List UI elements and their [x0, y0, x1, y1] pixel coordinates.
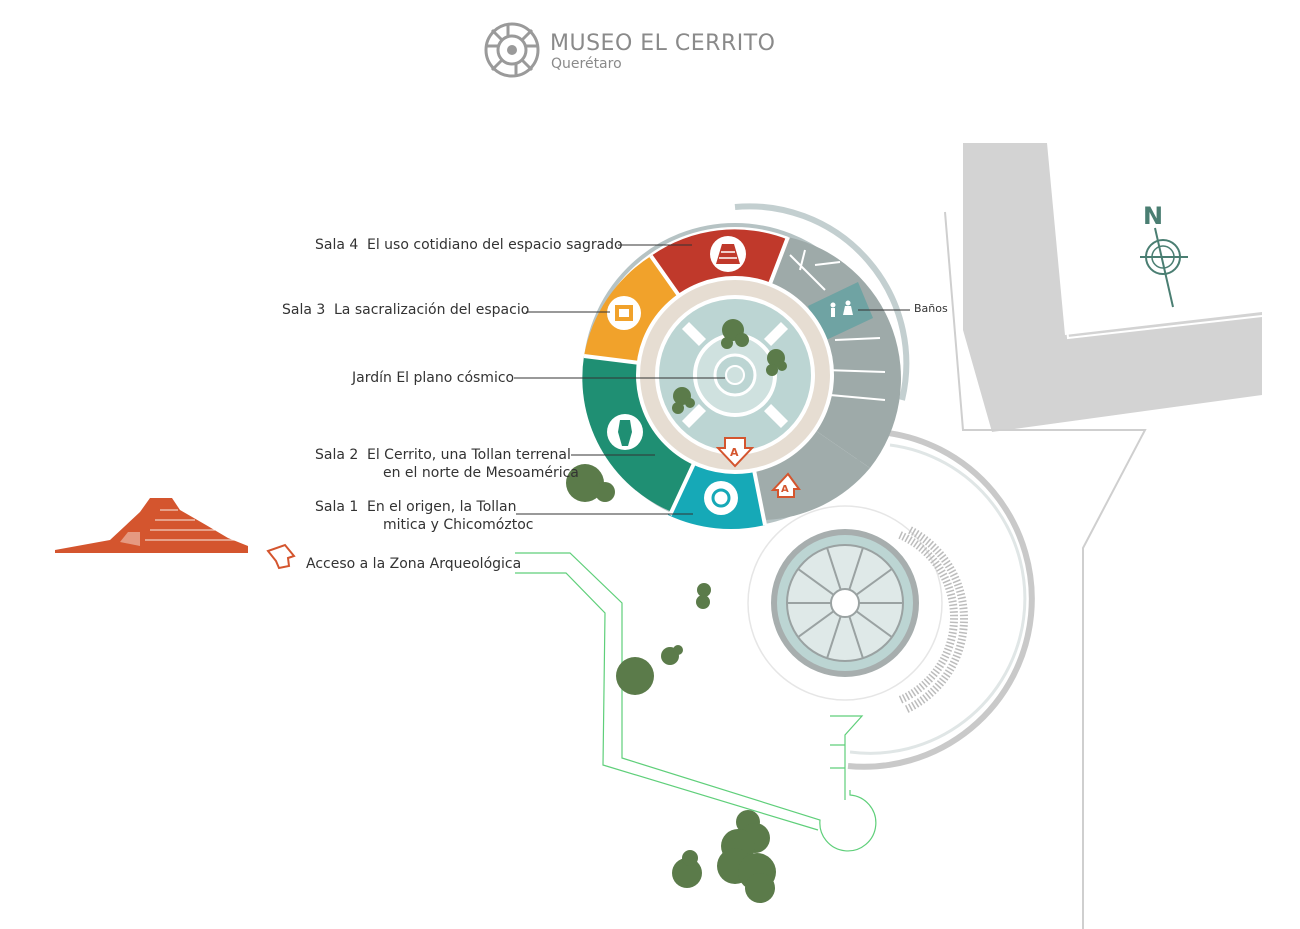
access-path[interactable]: [515, 552, 877, 852]
sala-1-name-line2: mitica y Chicomóztoc: [383, 517, 533, 533]
sala-3-number: Sala 3: [282, 302, 325, 318]
museum-rotunda: A A: [582, 223, 901, 529]
boundary-line: [944, 211, 1147, 929]
glyph-icon: [607, 296, 641, 330]
trees: [566, 464, 776, 903]
restroom-icon: [830, 300, 853, 317]
museum-title: MUSEO EL CERRITO: [550, 31, 776, 56]
garden-path: [681, 321, 707, 347]
rotunda-spoke: [797, 568, 835, 596]
entrance-marker[interactable]: A: [715, 437, 755, 468]
restrooms-room: [808, 282, 873, 342]
garden-name: Jardín El plano cósmico: [351, 370, 514, 386]
sala-4-number: Sala 4: [315, 237, 358, 253]
north-compass: N: [1140, 202, 1188, 308]
north-label: N: [1143, 202, 1163, 230]
rotunda-spoke: [848, 616, 864, 659]
rotunda-spoke: [797, 610, 835, 638]
walkway-outer: [847, 429, 1035, 770]
garden-trees: [672, 319, 787, 414]
access-arrow-icon[interactable]: [266, 543, 296, 570]
label-sala-3[interactable]: Sala 3 La sacralización del espacio: [282, 302, 529, 318]
leader-lines: [514, 244, 910, 515]
sala-2-name-line2: en el norte de Mesoamérica: [383, 465, 579, 481]
entrance-marker-exit[interactable]: A: [770, 472, 801, 498]
sala-4-name: El uso cotidiano del espacio sagrado: [367, 237, 623, 253]
rotunda-spoke: [826, 616, 842, 659]
garden-path: [763, 403, 789, 429]
rotunda-spoke: [826, 547, 842, 590]
label-sala-4[interactable]: Sala 4 El uso cotidiano del espacio sagr…: [315, 237, 623, 253]
garden-path: [681, 403, 707, 429]
sala-3-name: La sacralización del espacio: [334, 302, 529, 318]
label-sala-2[interactable]: Sala 2 El Cerrito, una Tollan terrenal e…: [315, 447, 579, 481]
walkway-inner: [849, 443, 1027, 755]
museum-logo: [484, 22, 540, 78]
adjacent-building: [963, 143, 1262, 432]
sala-1-number: Sala 1: [315, 499, 358, 515]
shell-icon: [704, 481, 738, 515]
pyramid-silhouette: [55, 498, 248, 553]
sala-2-number: Sala 2: [315, 447, 358, 463]
sala-1-name-line1: En el origen, la Tollan: [367, 499, 517, 515]
museum-subtitle: Querétaro: [551, 56, 622, 72]
svg-text:A: A: [781, 484, 789, 495]
rotunda-spoke: [855, 610, 893, 638]
rotunda-spoke: [848, 547, 864, 590]
restrooms-label[interactable]: Baños: [914, 302, 948, 315]
label-garden[interactable]: Jardín El plano cósmico: [351, 370, 514, 386]
lower-rotunda: [747, 505, 968, 714]
adjacent-building-outline: [1049, 142, 1263, 340]
sala-2-name-line1: El Cerrito, una Tollan terrenal: [367, 447, 571, 463]
outer-arc-wall: [734, 203, 910, 401]
rotunda-spoke: [855, 568, 893, 596]
garden-path: [763, 321, 789, 347]
pyramid-icon: [710, 236, 746, 272]
label-sala-1[interactable]: Sala 1 En el origen, la Tollan mitica y …: [315, 499, 533, 533]
sculpture-icon: [607, 414, 643, 450]
svg-text:A: A: [730, 446, 739, 459]
access-label: Acceso a la Zona Arqueológica: [306, 556, 521, 572]
